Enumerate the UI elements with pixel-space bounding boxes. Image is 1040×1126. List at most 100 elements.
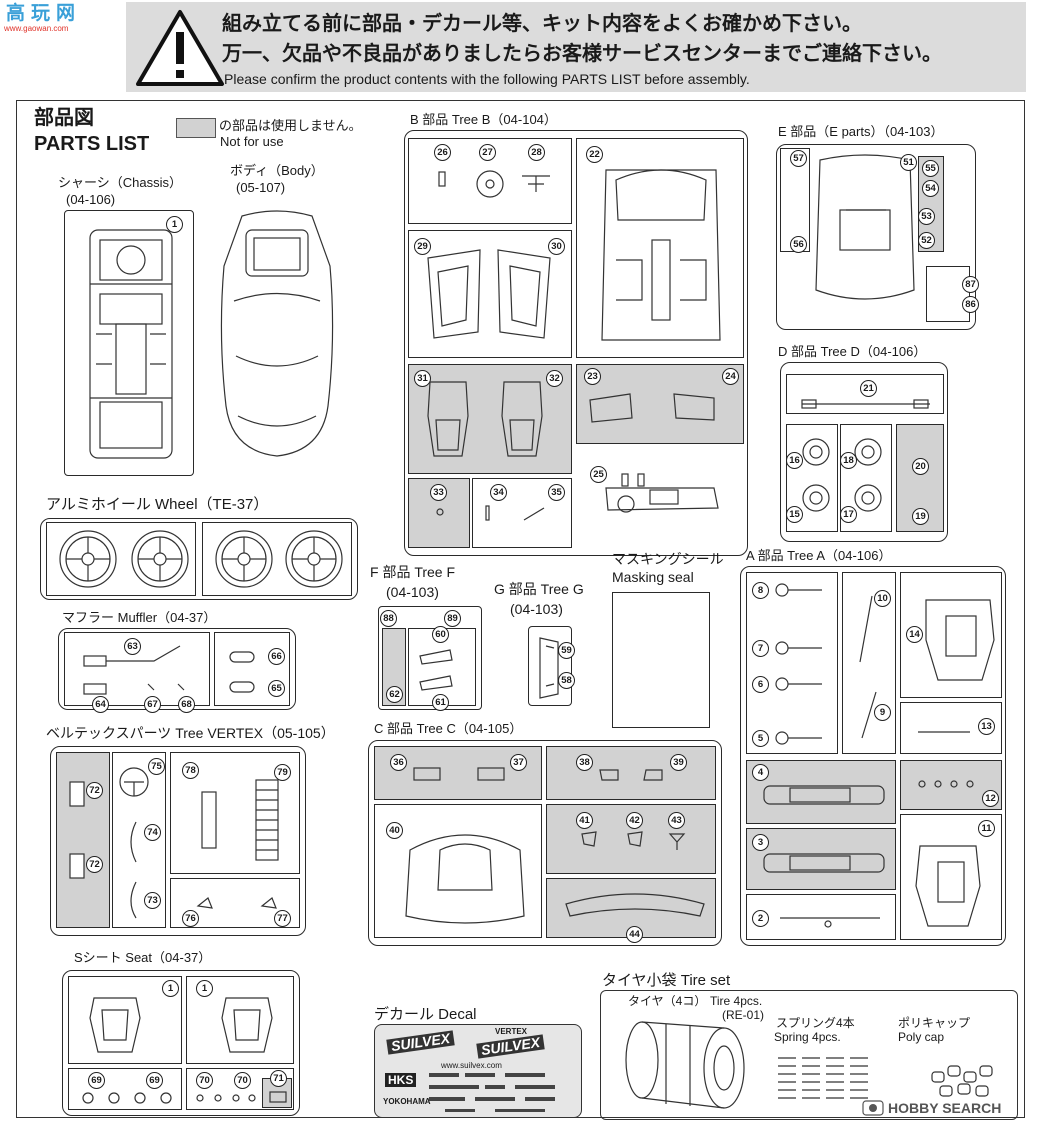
part-74: 74 bbox=[144, 824, 161, 841]
radiator-grille-drawing bbox=[763, 785, 885, 805]
part-40: 40 bbox=[386, 822, 403, 839]
part-72-a: 72 bbox=[86, 782, 103, 799]
part-1-seat-b: 1 bbox=[196, 980, 213, 997]
tree-a-cell-9-10 bbox=[842, 572, 896, 754]
tire-label-ja: タイヤ（4コ） bbox=[628, 994, 707, 1008]
spring-label-ja: スプリング4本 bbox=[776, 1016, 855, 1030]
part-52: 52 bbox=[918, 232, 935, 249]
vertex-72-drawing bbox=[69, 781, 85, 879]
wheel-label: アルミホイール Wheel（TE-37） bbox=[46, 496, 269, 513]
decal-brand-hks: HKS bbox=[385, 1073, 417, 1087]
polycap-label-en: Poly cap bbox=[898, 1030, 945, 1044]
decal-label: デカール Decal bbox=[374, 1006, 477, 1023]
part-22: 22 bbox=[586, 146, 603, 163]
wiper-drawing bbox=[859, 595, 877, 739]
spring-drawing bbox=[778, 1057, 868, 1099]
body-label: ボディ（Body） bbox=[230, 163, 324, 178]
tire-label-en: Tire 4pcs. bbox=[710, 994, 763, 1008]
part-72-b: 72 bbox=[86, 856, 103, 873]
part-26: 26 bbox=[434, 144, 451, 161]
tree-b-23-24-drawing bbox=[589, 393, 715, 423]
tree-a-cell-3 bbox=[746, 828, 896, 890]
part-14: 14 bbox=[906, 626, 923, 643]
decal-sheet: VERTEX SUILVEX SUILVEX www.suilvex.com H… bbox=[374, 1024, 582, 1118]
part-1-chassis: 1 bbox=[166, 216, 183, 233]
part-36: 36 bbox=[390, 754, 407, 771]
part-25: 25 bbox=[590, 466, 607, 483]
part-79: 79 bbox=[274, 764, 291, 781]
polycap-drawing bbox=[931, 1065, 993, 1097]
parts-list-title-en: PARTS LIST bbox=[34, 133, 150, 155]
part-7: 7 bbox=[752, 640, 769, 657]
tree-g-drawing bbox=[539, 637, 559, 699]
part-31: 31 bbox=[414, 370, 431, 387]
hood-drawing bbox=[405, 834, 525, 924]
intercooler-drawing bbox=[201, 779, 279, 861]
tree-a-2-drawing bbox=[780, 917, 880, 928]
part-73: 73 bbox=[144, 892, 161, 909]
suspension-member-drawing bbox=[925, 599, 995, 681]
tire-label-code: (RE-01) bbox=[722, 1008, 765, 1022]
mirror-drawing bbox=[599, 769, 663, 781]
dashboard-drawing bbox=[605, 473, 719, 513]
tree-e-cell-86-87 bbox=[926, 266, 970, 322]
notice-banner: 組み立てる前に部品・デカール等、キット内容をよくお確かめ下さい。 万一、欠品や不… bbox=[126, 2, 1026, 92]
part-57: 57 bbox=[790, 150, 807, 167]
part-37: 37 bbox=[510, 754, 527, 771]
tree-g-label: G 部品 Tree G bbox=[494, 581, 584, 597]
brake-disc-drawing bbox=[802, 438, 882, 512]
hobby-search-text: HOBBY SEARCH bbox=[888, 1100, 1002, 1116]
part-16: 16 bbox=[786, 452, 803, 469]
tree-b-33-35-drawing bbox=[436, 505, 545, 521]
tire-drawing bbox=[625, 1021, 745, 1109]
part-69-a: 69 bbox=[88, 1072, 105, 1089]
part-12: 12 bbox=[982, 790, 999, 807]
part-30: 30 bbox=[548, 238, 565, 255]
window-glass-drawing bbox=[815, 154, 915, 300]
part-17: 17 bbox=[840, 506, 857, 523]
part-15: 15 bbox=[786, 506, 803, 523]
part-11: 11 bbox=[978, 820, 995, 837]
part-5: 5 bbox=[752, 730, 769, 747]
part-62: 62 bbox=[386, 686, 403, 703]
seat-shell-drawing bbox=[427, 381, 543, 457]
part-20: 20 bbox=[912, 458, 929, 475]
part-18: 18 bbox=[840, 452, 857, 469]
front-grille-drawing bbox=[763, 853, 885, 873]
part-69-b: 69 bbox=[146, 1072, 163, 1089]
chassis-label: シャーシ（Chassis） bbox=[58, 175, 182, 190]
part-63: 63 bbox=[124, 638, 141, 655]
part-23: 23 bbox=[584, 368, 601, 385]
tree-c-cell-38-39 bbox=[546, 746, 716, 800]
notice-line-ja-1: 組み立てる前に部品・デカール等、キット内容をよくお確かめ下さい。 bbox=[222, 13, 862, 35]
watermark-logo: 高玩网 www.gaowan.com bbox=[2, 2, 82, 36]
muffler-pipe-drawing bbox=[83, 645, 185, 695]
door-panel-drawing bbox=[427, 249, 551, 339]
tree-b-small-parts bbox=[438, 170, 550, 198]
polycap-label-ja: ポリキャップ bbox=[898, 1016, 971, 1030]
part-6: 6 bbox=[752, 676, 769, 693]
tree-a-12-drawing bbox=[918, 780, 974, 788]
decal-stripes-drawing bbox=[429, 1073, 555, 1112]
part-89: 89 bbox=[444, 610, 461, 627]
muffler-label: マフラー Muffler（04-37） bbox=[62, 610, 217, 625]
tree-a-cell-2 bbox=[746, 894, 896, 940]
part-9: 9 bbox=[874, 704, 891, 721]
part-66: 66 bbox=[268, 648, 285, 665]
part-68: 68 bbox=[178, 696, 195, 713]
part-2: 2 bbox=[752, 910, 769, 927]
watermark-url: www.gaowan.com bbox=[4, 24, 69, 33]
part-21: 21 bbox=[860, 380, 877, 397]
part-59: 59 bbox=[558, 642, 575, 659]
seat-cell-right bbox=[186, 976, 294, 1064]
wheel-drawing bbox=[59, 530, 343, 588]
tree-d-label: D 部品 Tree D（04-106） bbox=[778, 344, 927, 359]
decal-brand-yokohama: YOKOHAMA bbox=[383, 1097, 431, 1106]
part-28: 28 bbox=[528, 144, 545, 161]
part-38: 38 bbox=[576, 754, 593, 771]
chassis-drawing bbox=[89, 229, 173, 459]
tire-set-bag bbox=[600, 990, 1018, 1120]
tree-d-cell-15-16 bbox=[786, 424, 838, 532]
part-61: 61 bbox=[432, 694, 449, 711]
part-54: 54 bbox=[922, 180, 939, 197]
